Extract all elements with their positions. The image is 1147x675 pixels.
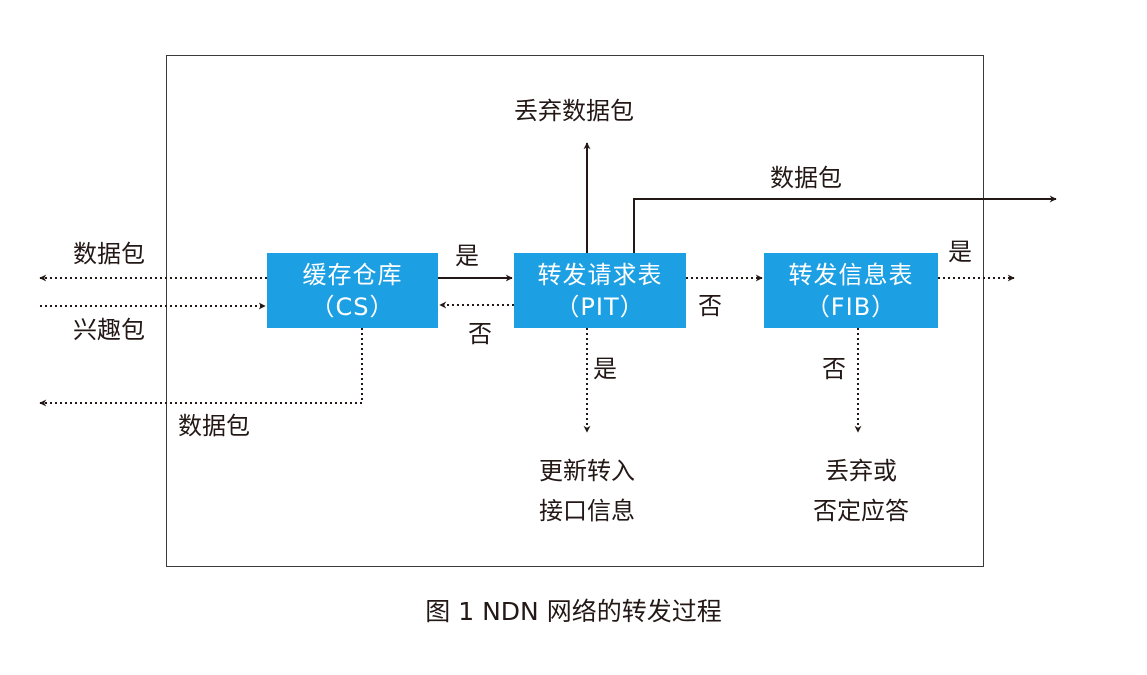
label-no-pit-to-cs: 否 <box>468 320 492 348</box>
figure-caption: 图 1 NDN 网络的转发过程 <box>425 597 722 626</box>
label-no-fib-down: 否 <box>822 355 846 383</box>
diagram-frame <box>166 55 984 567</box>
fib-node-abbr: （FIB） <box>805 292 897 321</box>
cs-node-abbr: （CS） <box>310 292 395 321</box>
label-data-packet-top-right: 数据包 <box>770 164 842 192</box>
label-no-pit-to-fib: 否 <box>698 292 722 320</box>
fib-node: 转发信息表 （FIB） <box>764 253 938 328</box>
drop-line-1: 丢弃或 <box>825 457 897 485</box>
cs-node: 缓存仓库 （CS） <box>267 253 438 328</box>
label-data-packet-left-top: 数据包 <box>73 240 145 268</box>
pit-node: 转发请求表 （PIT） <box>514 253 686 328</box>
fib-node-name: 转发信息表 <box>788 260 914 289</box>
arrow-cs-to-bottom-data <box>39 328 363 407</box>
label-interest-packet: 兴趣包 <box>73 316 145 344</box>
label-update-interface: 更新转入 接口信息 <box>512 451 662 531</box>
arrow-pit-to-right-data <box>633 195 1057 253</box>
label-yes-pit-down: 是 <box>593 355 617 383</box>
update-line-2: 接口信息 <box>539 497 635 525</box>
pit-node-abbr: （PIT） <box>555 292 645 321</box>
drop-line-2: 否定应答 <box>813 497 909 525</box>
label-drop-or-nack: 丢弃或 否定应答 <box>786 451 936 531</box>
cs-node-name: 缓存仓库 <box>302 260 403 289</box>
label-data-packet-left-bottom: 数据包 <box>178 412 250 440</box>
label-drop-packet-top: 丢弃数据包 <box>514 97 634 125</box>
label-yes-cs-to-pit: 是 <box>455 242 479 270</box>
label-yes-fib-out: 是 <box>948 238 972 266</box>
pit-node-name: 转发请求表 <box>537 260 663 289</box>
update-line-1: 更新转入 <box>539 457 635 485</box>
